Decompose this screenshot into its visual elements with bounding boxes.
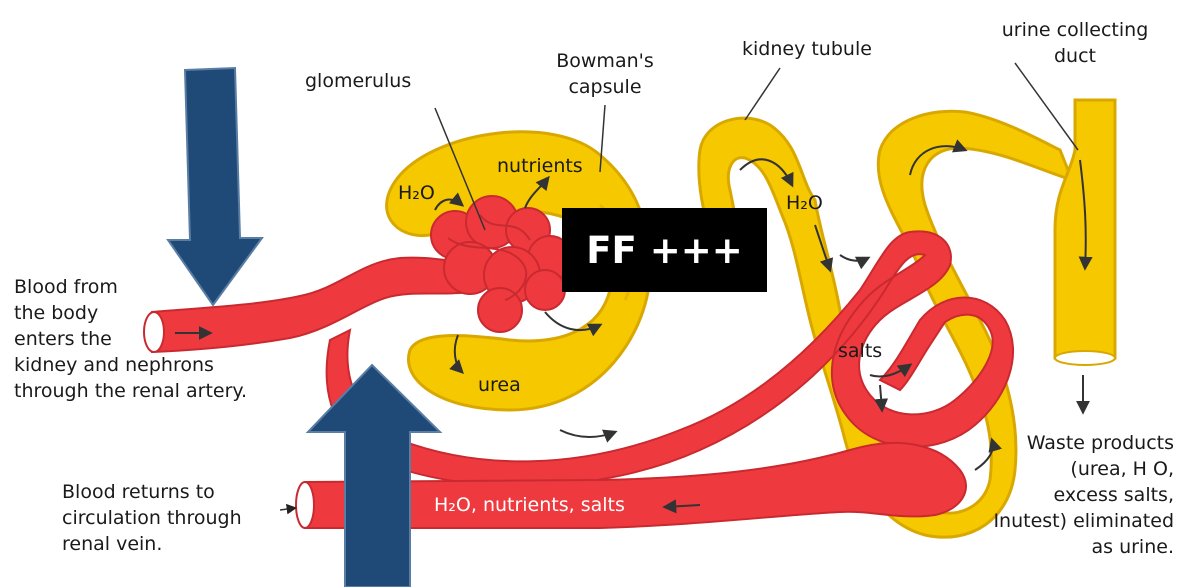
label-urea: urea [478, 372, 521, 398]
up-arrow-blue [308, 365, 440, 587]
ff-overlay-box: FF +++ [562, 208, 767, 292]
down-arrow-blue [168, 68, 262, 305]
label-kidney-tubule: kidney tubule [742, 36, 872, 62]
glomerulus-knot [431, 196, 572, 332]
label-nutrients: nutrients [497, 153, 583, 179]
label-waste-products: Waste products (urea, H O, excess salts,… [962, 430, 1174, 560]
label-salts: salts [838, 338, 882, 364]
label-blood-from-body: Blood from the body enters the kidney an… [14, 274, 247, 404]
label-vein-contents: H₂O, nutrients, salts [434, 492, 625, 518]
label-h2o-right: H₂O [786, 190, 823, 216]
label-urine-collecting-duct: urine collecting duct [975, 17, 1175, 69]
label-blood-returns: Blood returns to circulation through ren… [62, 479, 242, 557]
label-glomerulus: glomerulus [305, 68, 411, 94]
label-bowmans-capsule: Bowman's capsule [540, 48, 670, 100]
label-h2o-top: H₂O [398, 180, 435, 206]
